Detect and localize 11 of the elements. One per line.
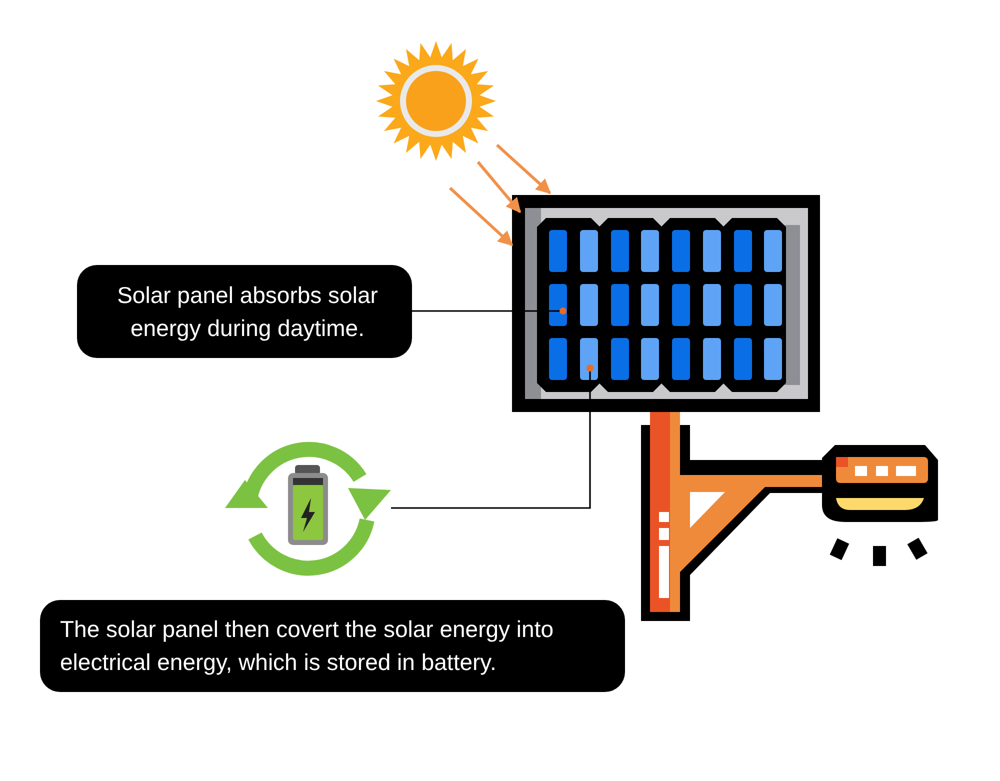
callout-box	[40, 600, 625, 692]
callout-text: Solar panel absorbs solar energy during daytime.	[116, 280, 379, 343]
arrow	[448, 186, 514, 246]
sun-drawing	[375, 40, 497, 162]
callout-text: The solar panel then covert the solar energy into electrical energy, which is stored in battery.	[60, 615, 555, 677]
solar-panel-drawing	[512, 195, 820, 412]
arrow	[496, 144, 552, 194]
leader-line	[412, 308, 566, 314]
leader-line	[391, 364, 594, 509]
callout-box	[77, 265, 412, 358]
arrow	[476, 161, 522, 214]
